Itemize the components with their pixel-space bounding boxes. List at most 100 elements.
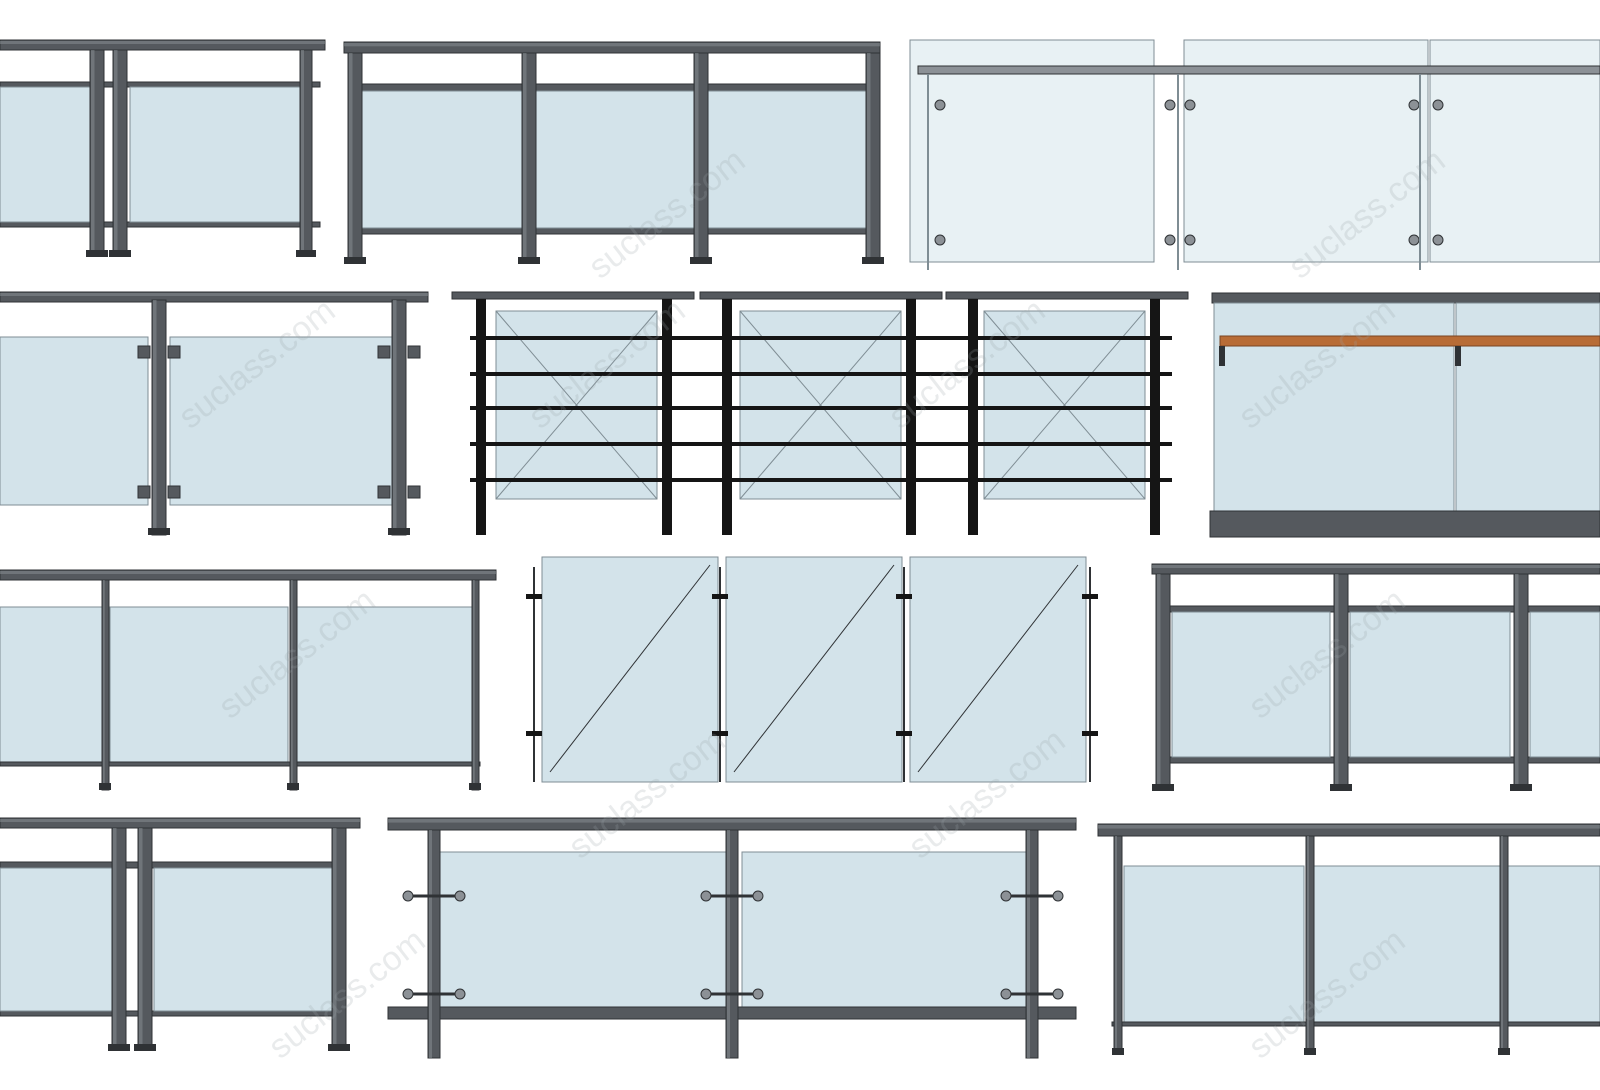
standoff-fixing <box>1432 99 1444 111</box>
glass-clamp <box>712 594 728 599</box>
glass-panel <box>1349 611 1511 758</box>
handrail-highlight <box>1098 825 1600 829</box>
post-highlight <box>1307 836 1309 1054</box>
bottom-rail <box>1159 756 1600 764</box>
handrail-bracket <box>1455 346 1461 366</box>
glass-panel <box>1123 865 1305 1025</box>
post-base-plate <box>86 250 108 257</box>
post-base-plate <box>690 257 712 264</box>
bottom-rail <box>0 221 321 228</box>
standoff-fixing <box>700 890 712 902</box>
railing-panel-thin-post-1 <box>0 569 497 791</box>
glass-panel <box>1171 611 1331 758</box>
top-handrail <box>451 291 695 300</box>
glass-panel <box>295 606 477 766</box>
standoff-fixing <box>1052 988 1064 1000</box>
standoff-fixing <box>1408 234 1420 246</box>
cross-brace <box>739 310 902 500</box>
glass-diagonal-line <box>733 564 895 773</box>
top-handrail <box>0 817 361 829</box>
mid-rail <box>0 81 321 88</box>
post-base-plate <box>328 1044 350 1051</box>
post-highlight <box>867 53 871 262</box>
standoff-fixing <box>402 988 414 1000</box>
standoff-fixing <box>1164 234 1176 246</box>
bar-post <box>968 299 978 535</box>
glass-clamp <box>526 594 542 599</box>
railing-panel-glass-wall-wood <box>1209 292 1600 538</box>
post-highlight <box>393 300 397 535</box>
glass-clamp <box>896 731 912 736</box>
post-highlight <box>114 50 118 255</box>
post-base-plate <box>1330 784 1352 791</box>
post-highlight <box>103 580 105 790</box>
mid-rail <box>349 83 881 92</box>
glass-panel <box>435 851 739 1015</box>
horizontal-bar <box>470 336 1172 340</box>
frameless-glass-sheet <box>909 39 1155 263</box>
post-highlight <box>349 53 353 262</box>
glass-diagonal-line <box>549 564 711 773</box>
standoff-fixing <box>752 890 764 902</box>
standoff-fixing <box>1408 99 1420 111</box>
glass-panel <box>0 606 103 766</box>
post-base-plate <box>862 257 884 264</box>
handrail-highlight <box>0 819 360 822</box>
bar-post <box>1150 299 1160 535</box>
horizontal-bar <box>470 442 1172 446</box>
glass-panel <box>153 867 333 1012</box>
bar-post <box>722 299 732 535</box>
glass-clamp <box>377 345 391 359</box>
glass-clamp <box>1082 594 1098 599</box>
bar-post <box>662 299 672 535</box>
cross-brace <box>495 310 658 500</box>
post-base-plate <box>134 1044 156 1051</box>
top-handrail <box>0 39 326 51</box>
post-highlight <box>333 828 337 1050</box>
top-handrail <box>699 291 943 300</box>
base-shoe <box>1209 510 1600 538</box>
post-highlight <box>473 580 475 790</box>
post-highlight <box>1335 574 1339 790</box>
glass-diagonal-line <box>917 564 1079 773</box>
handrail-highlight <box>388 819 1076 823</box>
glass-clamp <box>137 345 151 359</box>
top-handrail <box>1151 563 1600 575</box>
horizontal-bar <box>470 406 1172 410</box>
glass-clamp <box>407 345 421 359</box>
frameless-glass-sheet <box>1429 39 1600 263</box>
top-handrail <box>343 41 881 54</box>
glass-panel <box>109 606 289 766</box>
glass-clamp <box>137 485 151 499</box>
railing-panel-square-post-1 <box>343 41 884 264</box>
glass-clamp <box>526 731 542 736</box>
post-base-plate <box>296 250 316 257</box>
handrail-highlight <box>1152 565 1600 568</box>
glass-panel <box>535 90 697 229</box>
glass-panel <box>0 86 93 223</box>
glass-panel <box>1313 865 1501 1025</box>
glass-panel <box>707 90 869 229</box>
standoff-fixing <box>1184 234 1196 246</box>
standoff-fixing <box>934 99 946 111</box>
post-highlight <box>139 828 143 1050</box>
post-base-plate <box>99 783 111 790</box>
glass-panel <box>0 867 113 1012</box>
standoff-fixing <box>1052 890 1064 902</box>
cross-brace <box>983 310 1146 500</box>
railing-panel-thin-post-2 <box>1097 823 1600 1055</box>
bar-post <box>476 299 486 535</box>
top-handrail <box>945 291 1189 300</box>
frameless-glass-sheet <box>1183 39 1429 263</box>
post-base-plate <box>518 257 540 264</box>
standoff-fixing <box>934 234 946 246</box>
post-base-plate <box>108 1044 130 1051</box>
bar-post <box>906 299 916 535</box>
bottom-rail <box>0 761 481 767</box>
post-base-plate <box>1510 784 1532 791</box>
handrail-highlight <box>0 293 428 296</box>
top-cap <box>1211 292 1600 304</box>
glass-panel <box>741 851 1027 1015</box>
post-highlight <box>523 53 527 262</box>
handrail-highlight <box>344 43 880 47</box>
